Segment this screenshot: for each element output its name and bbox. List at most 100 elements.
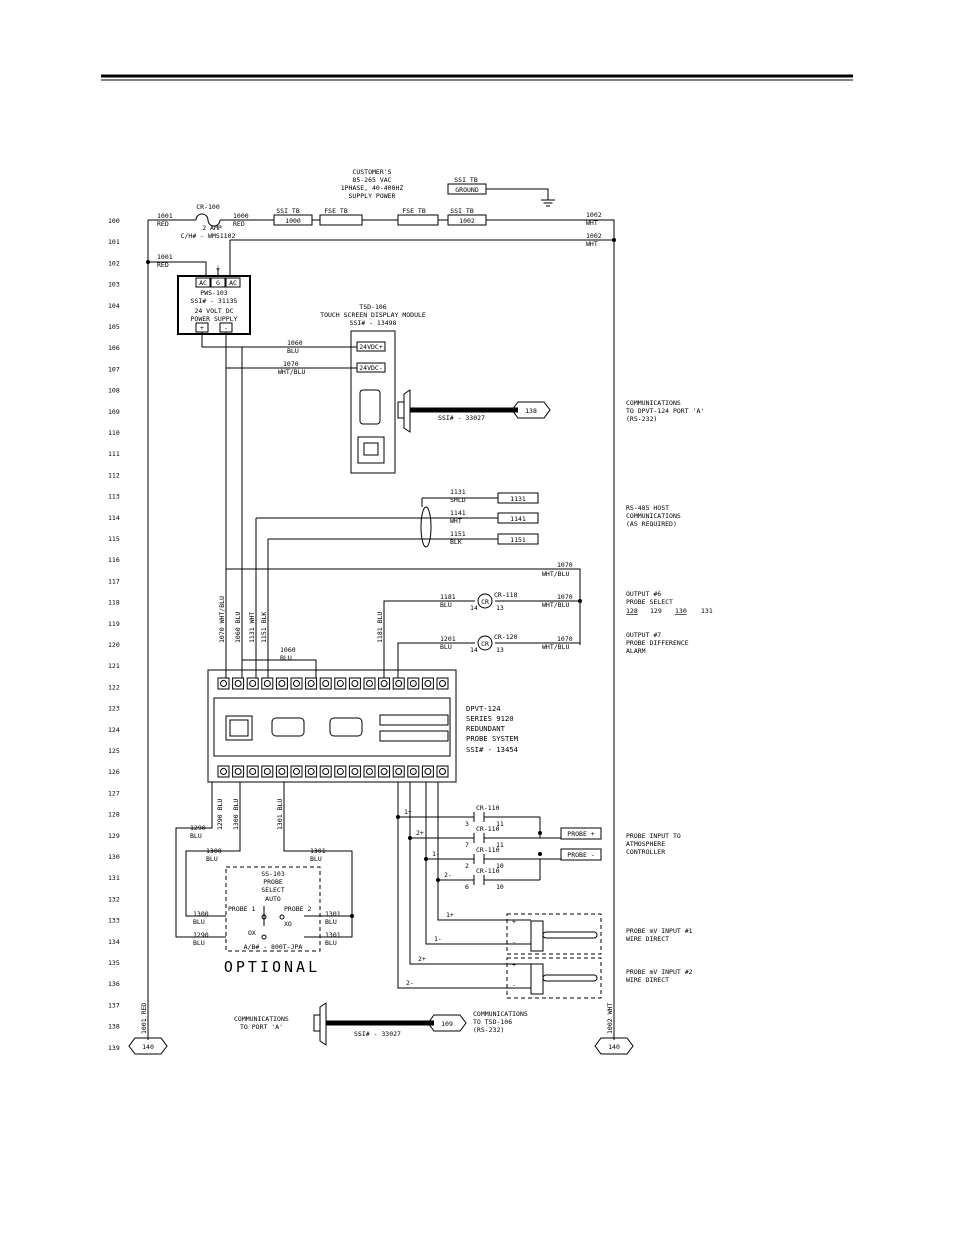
bottom-terminal [421,765,434,778]
wire-1070-bus-color: WHT/BLU [542,570,569,578]
tsd-db9-port [359,389,381,425]
sw-1301-label: 1301 [325,910,341,918]
wire-1181-label: 1181 [440,593,456,601]
top-terminal [378,677,391,690]
cr-118-tag: CR-118 [494,591,518,599]
note-comm-1-l1: COMMUNICATIONS [626,399,681,407]
wire-1141-label: 1141 [450,509,466,517]
rung-number: 100 [108,217,120,225]
tb-fse-2: FSE TB [402,207,426,215]
probe-1-assembly [506,913,602,955]
supply-line-4: SUPPLY POWER [349,192,396,200]
ground-tb-tag: SSI TB [454,176,478,184]
note-out6-ref2: 129 [650,607,662,615]
terminal-screw-icon [424,680,432,687]
top-terminal [348,677,361,690]
contact-tag: CR-110 [476,804,500,812]
terminal-screw-icon [439,768,446,775]
bottom-terminal [348,765,361,778]
contact-pin-b: 10 [496,862,504,870]
terminal-screw-icon [307,680,315,687]
terminal-screw-icon [278,680,286,687]
tsd-desc: TOUCH SCREEN DISPLAY MODULE [320,311,426,319]
controller-db9-b [329,717,363,737]
wire-1300 [185,782,241,917]
probe-2-plus: + [512,961,516,969]
cr-120-tag: CR-120 [494,633,518,641]
probe-2-assembly [506,957,602,999]
terminal-screw-icon [409,680,417,687]
probe-lead-wire [425,782,531,945]
terminal-probe-minus-label: PROBE - [567,851,594,859]
rung-number: 121 [108,662,120,670]
tsd-rj45-port [357,436,385,464]
terminal-screw-icon [336,680,344,687]
terminal-screw-icon [322,680,330,687]
bottom-terminal [232,765,245,778]
cable-2-connector [319,1002,327,1046]
cr-118-coil-label: CR [481,598,489,606]
note-rs485: RS-485 HOST COMMUNICATIONS (AS REQUIRED) [626,504,681,528]
contact-pin-label: 1- [432,850,440,858]
note-probein-l3: CONTROLLER [626,848,665,856]
sw-1301-color-2: BLU [325,939,337,947]
rung-number: 120 [108,641,120,649]
terminal-1000-label: 1000 [285,217,301,225]
cr-120-wire [397,642,580,678]
note-out7-l2: PROBE DIFFERENCE [626,639,689,647]
cr-118-coil [477,593,493,609]
terminal-screw-icon [336,768,344,775]
wire-1001-label: 1001 [157,212,173,220]
ref-140-left [128,1037,168,1055]
tsd-model: TSD-106 [359,303,386,311]
note-output-7: OUTPUT #7 PROBE DIFFERENCE ALARM [626,631,689,655]
rung-number: 131 [108,874,120,882]
tsd-plus-label: 24VDC+ [359,343,383,351]
probe-lead-label: 2- [406,979,414,987]
rung-number: 132 [108,895,120,903]
switch-contact-3 [261,934,267,940]
note-rs485-l1: RS-485 HOST [626,504,669,512]
bottom-terminal [392,765,405,778]
terminal-screw-icon [263,680,271,687]
cr-120-pin-14: 14 [470,646,478,654]
probe-1-plus: + [512,918,516,926]
wire-1301-label: 1301 [310,847,326,855]
rung-number: 130 [108,853,120,861]
dpvt-controller [207,669,457,783]
contact-pin-a: 3 [465,820,469,828]
wire-1002-label-2: 1002 [586,232,602,240]
ref-109 [427,1014,467,1032]
terminal-screw-icon [366,768,373,775]
switch-l3: SELECT [261,886,285,894]
vlabel-1131: 1131 WHT [248,612,256,643]
wire-1060-ctl-color: BLU [280,654,292,662]
contact-pin-label: 1+ [404,808,412,816]
terminal-screw-icon [249,768,257,775]
top-terminal [290,677,303,690]
wire-1002-color-2: WHT [586,240,598,248]
psu-term-ac2-label: AC [229,279,237,287]
wire-1001-label-2: 1001 [157,253,173,261]
cable-2-part: SSI# - 33027 [354,1030,401,1038]
cable-1-connector [403,389,411,433]
note-probein-l1: PROBE INPUT TO [626,832,681,840]
vlabel-1070: 1070 WHT/BLU [218,596,226,643]
note-mv-1: PROBE mV INPUT #1 WIRE DIRECT [626,927,693,943]
probe-1-body [530,920,544,952]
terminal-probe-plus [560,827,602,840]
top-terminal [275,677,288,690]
probe-lead-wire [397,782,531,989]
junction-node [538,852,542,856]
ground-terminal-label: GROUND [455,186,479,194]
wire-1151-label: 1151 [450,530,466,538]
note-output-6: OUTPUT #6 PROBE SELECT 128 129 130 131 [626,590,713,615]
cr-118-wire [383,600,580,678]
terminal-screw-icon [249,680,257,687]
note-out6-ref1: 128 [626,607,638,615]
note-comm-1-l3: (RS-232) [626,415,657,423]
rung-number: 137 [108,1001,120,1009]
vlabel-1300: 1300 BLU [232,799,240,830]
rung-number: 113 [108,493,120,501]
node-118 [578,599,582,603]
